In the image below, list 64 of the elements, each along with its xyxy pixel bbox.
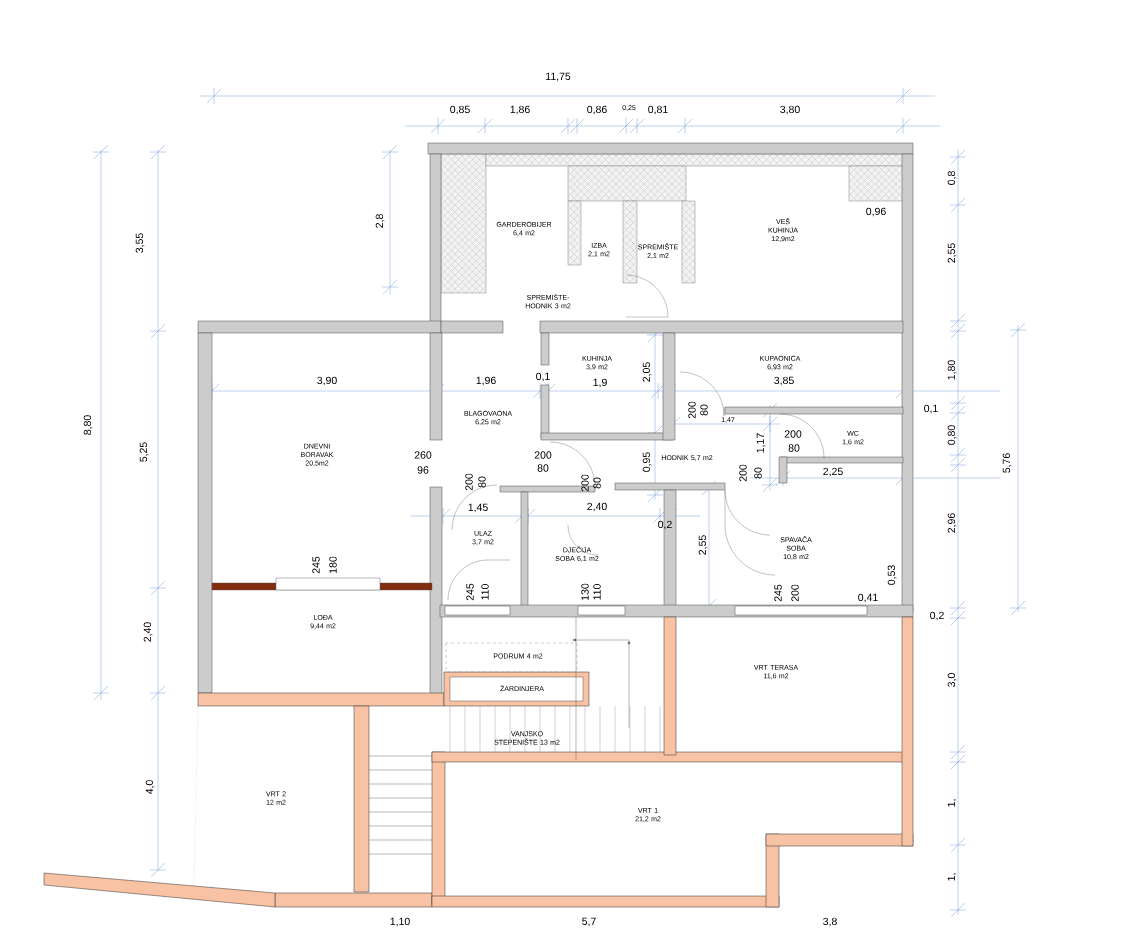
dimension-label: 5,76 <box>1002 453 1012 473</box>
dimension-label: 2,8 <box>375 214 385 228</box>
dimension-label: 0,8 <box>947 171 957 185</box>
dimension-label: 0,81 <box>648 105 668 115</box>
dimension-label: 4,0 <box>145 780 155 795</box>
dimension-label: 5,25 <box>139 442 149 462</box>
dimension-label: 2,55 <box>698 535 708 555</box>
dimension-label: 2,96 <box>947 513 957 533</box>
dimension-label: 0,80 <box>947 425 957 445</box>
dimension-label: 0,53 <box>887 565 897 585</box>
dimension-label: 1, <box>947 799 957 807</box>
dimension-label: 1,17 <box>756 433 766 453</box>
dimension-label: 1,45 <box>468 503 488 513</box>
dimension-label: 200 <box>784 430 802 438</box>
dimension-label: 5,7 <box>582 917 596 927</box>
dimension-label: 110 <box>593 584 601 600</box>
dimension-label: 11,75 <box>546 72 571 82</box>
dimension-label: 3,55 <box>135 233 145 253</box>
dimension-label: 130 <box>581 583 589 600</box>
dimension-label: 2,40 <box>143 622 153 642</box>
dimension-label: 0,96 <box>866 207 886 217</box>
dimension-label: 260 <box>414 451 432 459</box>
dimension-label: 80 <box>593 477 601 489</box>
dimension-label: 3,90 <box>317 376 337 386</box>
dimension-label: 180 <box>329 556 337 573</box>
dimension-label: 1, <box>947 873 957 881</box>
dimension-label: 1,96 <box>476 376 496 386</box>
dimension-label: 80 <box>788 444 800 452</box>
dimension-label: 200 <box>465 473 473 491</box>
dimension-label: 200 <box>791 584 799 602</box>
dimension-label: 8,80 <box>83 415 93 435</box>
dimension-label: 200 <box>581 474 589 492</box>
dimension-label: 96 <box>417 466 429 474</box>
dimension-label: 3,8 <box>823 917 837 927</box>
dimension-label: 2,05 <box>642 362 652 382</box>
dimension-label: 200 <box>688 401 696 419</box>
dimension-label: 80 <box>537 464 549 472</box>
dimension-label: 0,1 <box>536 372 550 382</box>
dimension-label: 3,0 <box>947 673 957 687</box>
dimension-label: 2,55 <box>947 243 957 263</box>
dimension-label: 1,86 <box>510 105 530 115</box>
dimension-label: 2,40 <box>587 502 607 512</box>
dimension-label: 245 <box>466 583 474 601</box>
dimension-label: 1,9 <box>593 378 607 388</box>
dimension-label: 0,1 <box>924 404 938 414</box>
dimension-label: 1,10 <box>390 917 410 927</box>
dimension-label: 1,80 <box>947 360 957 380</box>
dimension-label: 3,85 <box>774 376 794 386</box>
dimension-label: 80 <box>754 467 762 479</box>
dimension-label: 245 <box>312 556 320 574</box>
dimension-label: 200 <box>534 451 552 459</box>
dimension-label: 0,2 <box>930 611 944 621</box>
dimension-label: 245 <box>774 584 782 602</box>
dimension-label: 80 <box>478 476 486 488</box>
dimension-label: 200 <box>739 464 747 482</box>
dimension-label: 0,2 <box>658 520 672 530</box>
dimension-label: 3,80 <box>780 105 800 115</box>
dimension-label: 2,25 <box>823 467 843 477</box>
dimension-label: 0,86 <box>587 105 607 115</box>
dimension-label: 0,85 <box>450 105 470 115</box>
dimension-label: 80 <box>700 404 708 416</box>
dimension-label: 0,95 <box>642 452 652 472</box>
dimension-label: 0,41 <box>858 593 878 603</box>
dimension-label: 110 <box>481 584 489 600</box>
